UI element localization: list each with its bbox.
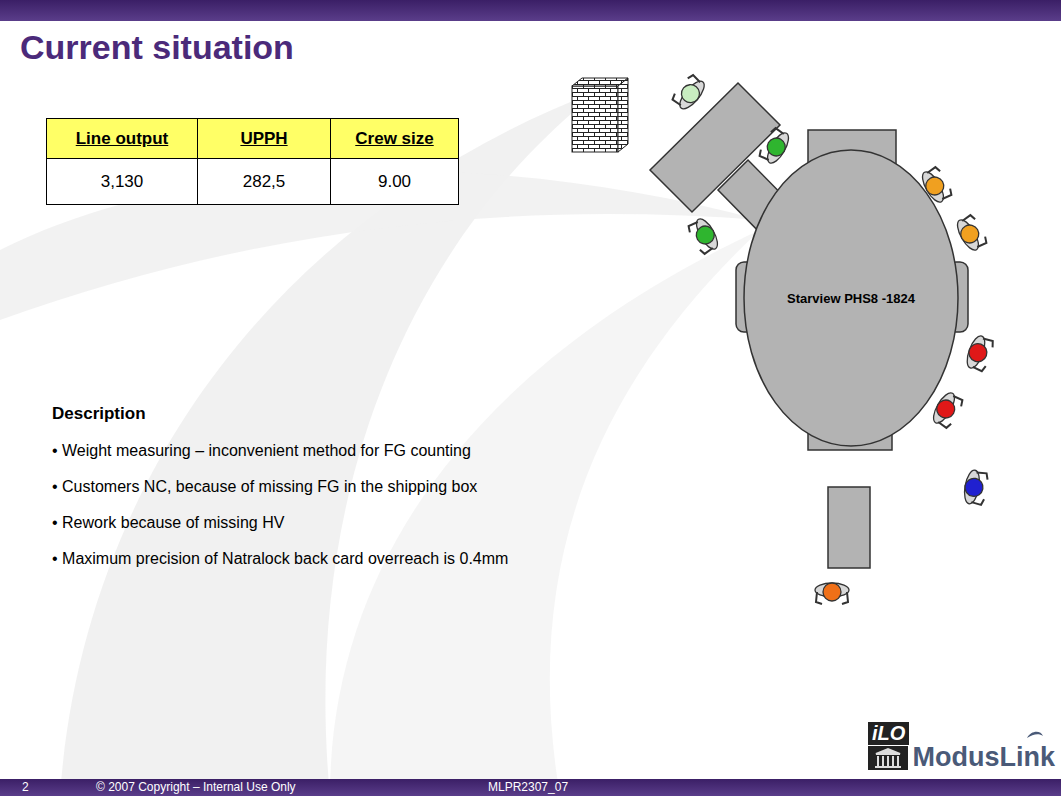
worker-shoulders xyxy=(676,77,709,112)
table-cell: 282,5 xyxy=(197,158,331,205)
round-table-outline xyxy=(744,150,958,446)
worker-figure xyxy=(815,583,849,604)
worker-figure xyxy=(953,213,988,253)
bullet-note: • Rework because of missing HV xyxy=(52,514,284,532)
worker-head xyxy=(957,222,982,247)
table-cell: 3,130 xyxy=(46,158,198,205)
worker-shoulders xyxy=(953,217,982,253)
worker-head xyxy=(764,135,789,160)
table-cell: 9.00 xyxy=(330,158,459,205)
work-table xyxy=(828,487,870,568)
bottom-bar xyxy=(0,779,1061,796)
logo-icon xyxy=(868,746,908,770)
worker-head xyxy=(823,583,841,601)
bullet-note: • Weight measuring – inconvenient method… xyxy=(52,442,471,460)
worker-figure xyxy=(929,390,964,430)
worker-head xyxy=(966,341,989,364)
logo-swirl xyxy=(1027,732,1043,738)
copyright-note: © 2007 Copyright – Internal Use Only xyxy=(96,780,296,794)
worker-head xyxy=(693,223,718,248)
logo-icon xyxy=(875,749,901,767)
top-bar xyxy=(0,0,1061,21)
bullet-note: • Maximum precision of Natralock back ca… xyxy=(52,550,508,568)
logo-text: ModusLink xyxy=(913,742,1056,773)
logo-text: iLO xyxy=(868,722,909,745)
worker-figure xyxy=(962,469,989,506)
worker-head xyxy=(933,397,958,422)
worker-shoulders xyxy=(692,216,721,252)
round-table: Starview PHS8 -1824 xyxy=(742,148,960,448)
worker-figure xyxy=(670,73,708,113)
pallet-stack xyxy=(572,86,618,152)
logo-icon xyxy=(868,746,908,770)
page-number: 2 xyxy=(22,780,29,794)
section-heading: Description xyxy=(52,404,146,424)
bullet-note: • Customers NC, because of missing FG in… xyxy=(52,478,477,496)
logo-swirl xyxy=(1025,728,1045,744)
worker-shoulders xyxy=(929,390,958,426)
table-header: Line output xyxy=(46,118,198,159)
slide-title: Current situation xyxy=(20,28,294,67)
table-header: UPPH xyxy=(197,118,331,159)
document-code: MLPR2307_07 xyxy=(488,780,568,794)
table-label: Starview PHS8 -1824 xyxy=(787,291,915,306)
worker-figure xyxy=(964,334,995,373)
swoosh xyxy=(330,230,760,796)
worker-figure xyxy=(686,216,721,256)
pallet-stack xyxy=(618,78,628,152)
worker-head xyxy=(964,477,985,498)
worker-shoulders xyxy=(763,130,792,166)
worker-figure xyxy=(757,126,792,166)
table-header: Crew size xyxy=(330,118,459,159)
worker-head xyxy=(678,81,703,106)
